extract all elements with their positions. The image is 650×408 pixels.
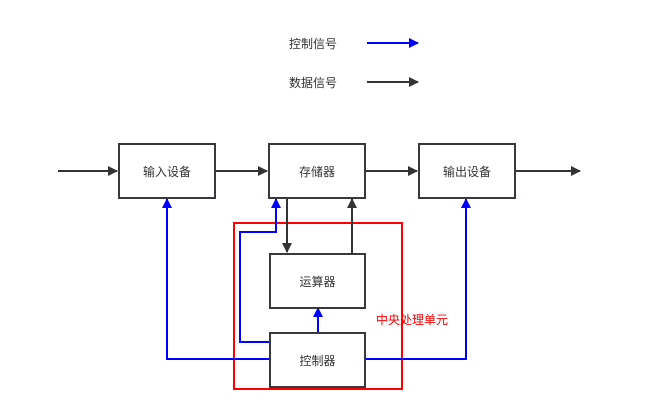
cpu-group-frame — [233, 222, 403, 390]
input-device-box[interactable]: 输入设备 — [118, 143, 216, 199]
controller-box[interactable]: 控制器 — [269, 332, 366, 388]
controller-to-memory-arrow — [239, 198, 281, 343]
memory-box[interactable]: 存储器 — [268, 143, 366, 199]
output-device-label: 输出设备 — [442, 164, 491, 179]
cpu-group-label: 中央处理单元 — [376, 313, 449, 327]
alu-label: 运算器 — [299, 274, 336, 289]
alu-box[interactable]: 运算器 — [269, 253, 366, 309]
legend-data-label: 数据信号 — [289, 76, 338, 90]
controller-to-input-arrow — [162, 198, 269, 360]
controller-to-output-arrow — [366, 198, 471, 360]
controller-label: 控制器 — [299, 353, 336, 368]
output-device-box[interactable]: 输出设备 — [418, 143, 516, 199]
legend-control-label: 控制信号 — [289, 37, 338, 51]
memory-label: 存储器 — [298, 164, 335, 179]
input-device-label: 输入设备 — [142, 164, 191, 179]
